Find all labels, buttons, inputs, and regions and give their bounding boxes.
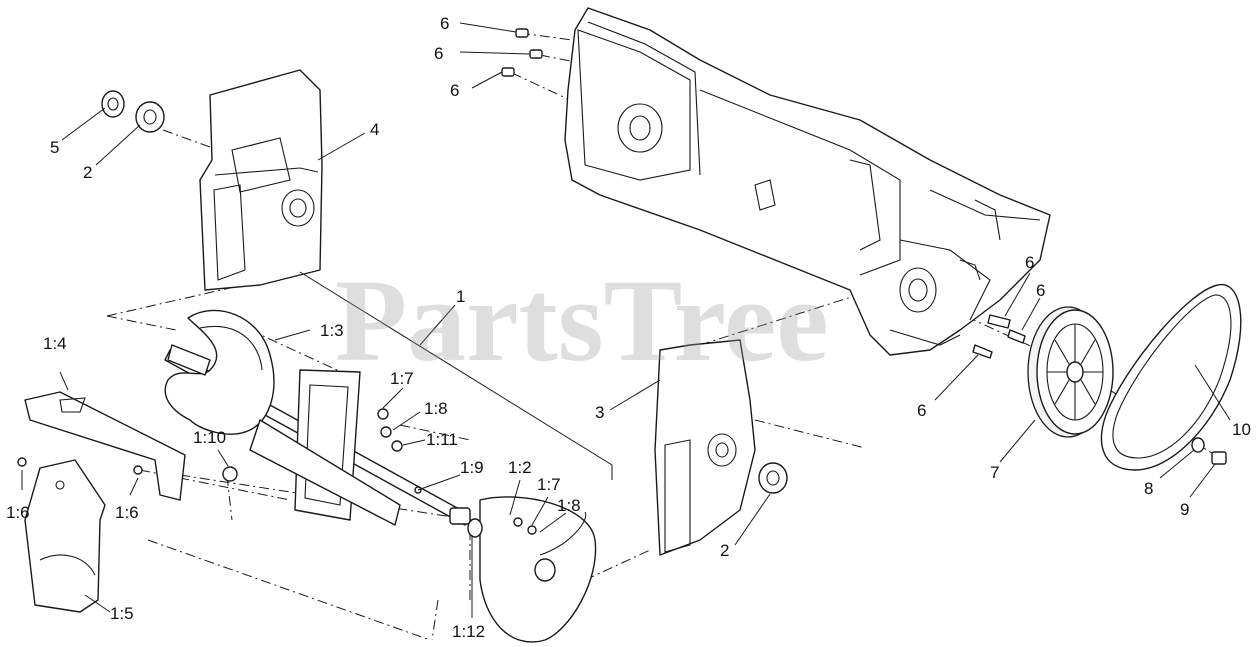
callout-8: 8: [1144, 479, 1153, 498]
bolts-right: [972, 314, 1026, 359]
callout-1-2: 1:2: [508, 458, 532, 477]
callout-4: 4: [370, 120, 379, 139]
callout-1-8: 1:8: [557, 496, 581, 515]
callout-6: 6: [917, 401, 926, 420]
callout-1-5: 1:5: [110, 604, 134, 623]
right-side-plate: [654, 339, 756, 556]
callout-9: 9: [1180, 500, 1189, 519]
skid-plate: [24, 459, 106, 613]
left-side-plate: [199, 69, 323, 291]
callout-1-10: 1:10: [193, 428, 226, 447]
callout-6: 6: [1025, 253, 1034, 272]
bearing-left: [101, 90, 165, 133]
callout-1-9: 1:9: [460, 458, 484, 477]
callout-6: 6: [434, 44, 443, 63]
callout-labels: 6 6 6 5 2 4 1 1:3 1:4 1:7 1:8 1:11 1:10 …: [6, 14, 1251, 641]
bolts-top: [501, 28, 543, 77]
callout-1-6: 1:6: [6, 503, 30, 522]
leader-lines: [21, 22, 1231, 618]
callout-7: 7: [990, 463, 999, 482]
scraper-bar: [24, 391, 186, 501]
washer-and-bolt: [1191, 437, 1227, 465]
callout-1-12: 1:12: [452, 622, 485, 641]
drive-belt: [1100, 283, 1242, 471]
callout-1-3: 1:3: [320, 321, 344, 340]
callout-3: 3: [595, 403, 604, 422]
callout-6: 6: [1036, 281, 1045, 300]
callout-1-7: 1:7: [537, 475, 561, 494]
callout-6: 6: [440, 14, 449, 33]
callout-1-7: 1:7: [390, 369, 414, 388]
callout-2: 2: [83, 163, 92, 182]
callout-2: 2: [720, 541, 729, 560]
callout-1-6: 1:6: [115, 503, 139, 522]
callout-6: 6: [450, 81, 459, 100]
pulley: [1027, 306, 1114, 438]
callout-1-4: 1:4: [43, 334, 67, 353]
auger-housing: [564, 7, 1051, 356]
auger-assembly: [164, 309, 597, 643]
callout-1-8: 1:8: [424, 399, 448, 418]
hardware-left: [17, 408, 537, 535]
callout-1-11: 1:11: [426, 430, 458, 449]
callout-10: 10: [1232, 420, 1251, 439]
callout-1: 1: [456, 287, 465, 306]
bearing-right: [758, 462, 788, 494]
callout-5: 5: [50, 138, 59, 157]
watermark: PartsTree: [335, 255, 829, 386]
